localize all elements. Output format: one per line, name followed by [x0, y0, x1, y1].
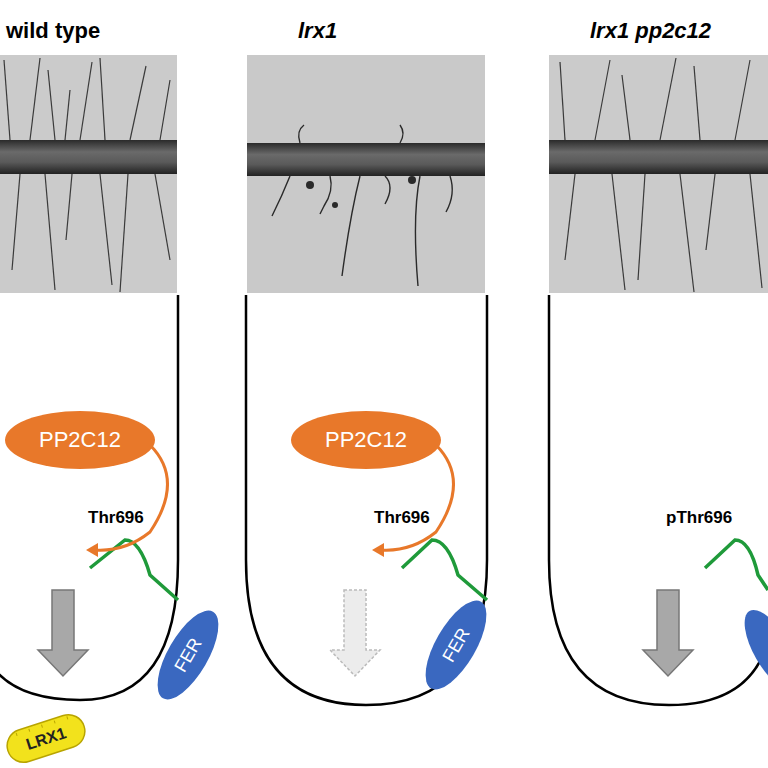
residue-label: pThr696	[666, 508, 732, 528]
fer-receptor: FER	[414, 592, 499, 699]
panel-title: lrx1 pp2c12	[590, 18, 711, 44]
signal-arrow	[38, 590, 693, 676]
lrx1-protein: LRX1	[3, 710, 89, 766]
node-text: PP2C12	[325, 427, 407, 453]
root-micrograph	[549, 55, 768, 293]
residue-label: Thr696	[88, 508, 144, 528]
panel-title: lrx1	[298, 18, 337, 44]
arrowhead	[86, 543, 384, 557]
root-micrograph	[247, 55, 485, 293]
node-text: PP2C12	[39, 427, 121, 453]
fer-receptor	[734, 602, 768, 698]
cell-outline	[0, 295, 768, 705]
root-micrograph	[0, 55, 177, 293]
phosphatase-ellipse: PP2C12	[5, 411, 155, 469]
residue-label: Thr696	[374, 508, 430, 528]
panel-title: wild type	[6, 18, 100, 44]
phosphatase-ellipse: PP2C12	[291, 411, 441, 469]
